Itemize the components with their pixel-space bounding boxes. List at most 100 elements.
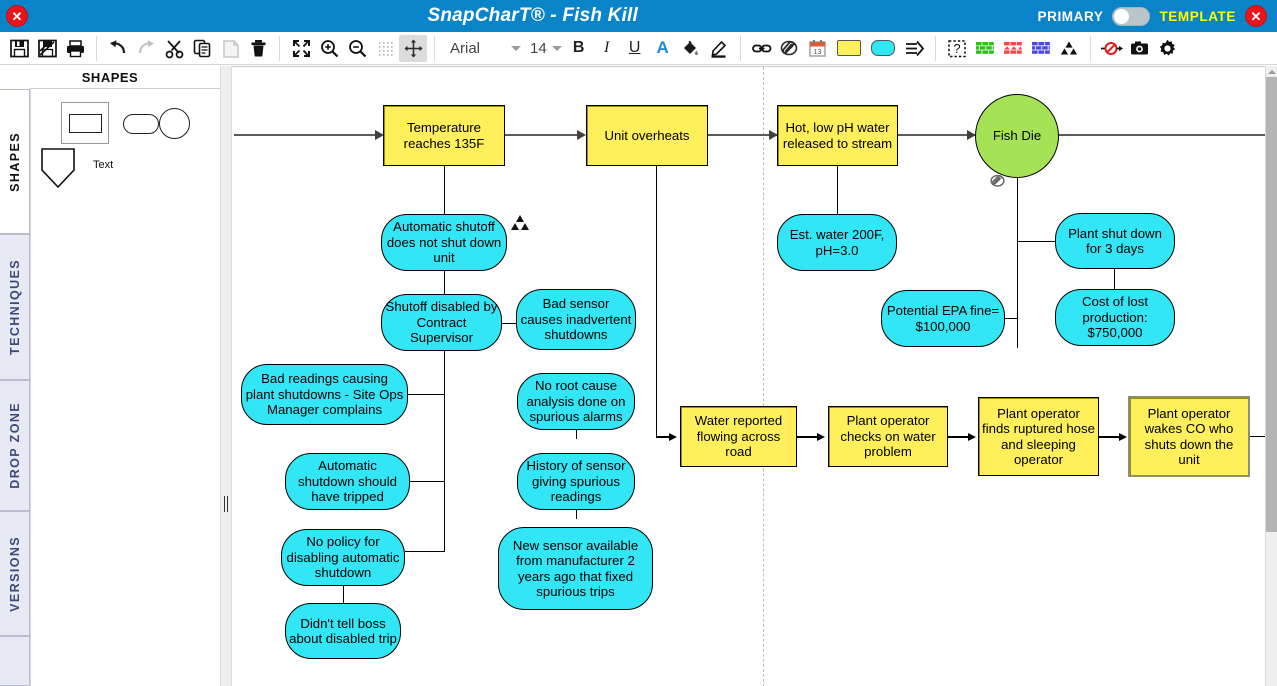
edge-trunk-n16 bbox=[1017, 241, 1055, 242]
primary-label: PRIMARY bbox=[1037, 8, 1104, 24]
scrollbar-thumb[interactable] bbox=[1266, 77, 1277, 532]
diagram-node-condition[interactable]: Bad readings causing plant shutdowns - S… bbox=[241, 364, 408, 425]
edge-n3-n4 bbox=[898, 134, 975, 136]
underline-button[interactable]: U bbox=[628, 39, 641, 56]
panel-splitter[interactable] bbox=[220, 66, 232, 686]
vertical-scrollbar[interactable] bbox=[1265, 66, 1277, 686]
gear-icon[interactable] bbox=[1154, 35, 1182, 62]
diagram-node-event[interactable]: Temperature reaches 135F bbox=[383, 105, 505, 166]
shape-rounded-rectangle[interactable] bbox=[123, 114, 159, 134]
arrowhead-n2-n3 bbox=[769, 130, 778, 140]
grid-icon[interactable] bbox=[371, 35, 399, 62]
fill-color-icon[interactable] bbox=[677, 35, 705, 62]
diagram-canvas[interactable]: Temperature reaches 135F Unit overheats … bbox=[232, 66, 1265, 686]
zoom-out-icon[interactable] bbox=[343, 35, 371, 62]
calendar-icon[interactable]: 13 bbox=[804, 35, 832, 62]
shape-rectangle[interactable] bbox=[69, 114, 102, 133]
node-label: Unit overheats bbox=[604, 127, 690, 143]
fit-screen-icon[interactable] bbox=[287, 35, 315, 62]
diagram-node-condition[interactable]: Didn't tell boss about disabled trip bbox=[285, 603, 401, 659]
font-size-select[interactable]: 14 bbox=[530, 39, 547, 57]
shape-circle[interactable] bbox=[159, 108, 190, 139]
green-brick-icon[interactable] bbox=[971, 35, 999, 62]
sidebar-item-versions[interactable]: VERSIONS bbox=[0, 511, 30, 636]
close-button-left[interactable]: ✕ bbox=[6, 5, 28, 27]
diagram-node-condition[interactable]: History of sensor giving spurious readin… bbox=[517, 453, 635, 510]
diagram-node-event[interactable]: Unit overheats bbox=[586, 105, 708, 166]
move-icon[interactable] bbox=[399, 34, 427, 62]
undo-icon[interactable] bbox=[104, 35, 132, 62]
cut-icon[interactable] bbox=[160, 35, 188, 62]
diagram-node-event[interactable]: Water reported flowing across road bbox=[680, 406, 797, 467]
font-size-chevron-down-icon[interactable] bbox=[549, 35, 565, 61]
node-label: No root cause analysis done on spurious … bbox=[526, 378, 626, 425]
blue-brick-icon[interactable] bbox=[1027, 35, 1055, 62]
node-label: Automatic shutdown should have tripped bbox=[298, 458, 397, 505]
edge-n21-n22 bbox=[1099, 436, 1123, 438]
sidebar-item-techniques[interactable]: TECHNIQUES bbox=[0, 234, 30, 380]
fill-swatch-cyan[interactable] bbox=[870, 40, 895, 56]
toolbar-separator bbox=[279, 35, 280, 61]
red-brick-icon[interactable] bbox=[999, 35, 1027, 62]
fill-swatch-yellow[interactable] bbox=[836, 40, 861, 56]
diagram-node-event[interactable]: Plant operator finds ruptured hose and s… bbox=[978, 397, 1099, 476]
diagram-node-condition[interactable]: Shutoff disabled by Contract Supervisor bbox=[381, 294, 502, 351]
no-entry-icon[interactable] bbox=[1098, 35, 1126, 62]
triangles-icon[interactable] bbox=[509, 213, 531, 238]
diagram-node-event[interactable]: Hot, low pH water released to stream bbox=[777, 105, 898, 166]
sidebar-item-label: SHAPES bbox=[7, 131, 22, 192]
sidebar-item-drop-zone[interactable]: DROP ZONE bbox=[0, 380, 30, 511]
font-color-icon[interactable]: A bbox=[656, 38, 669, 57]
diagram-node-condition[interactable]: No root cause analysis done on spurious … bbox=[517, 373, 635, 430]
italic-button[interactable]: I bbox=[604, 39, 610, 56]
link-icon[interactable] bbox=[748, 35, 776, 62]
diagram-surface[interactable]: Temperature reaches 135F Unit overheats … bbox=[232, 67, 1265, 686]
primary-template-toggle[interactable] bbox=[1112, 6, 1151, 26]
save-as-icon[interactable] bbox=[33, 35, 61, 62]
bold-button[interactable]: B bbox=[572, 39, 585, 56]
diagram-node-event[interactable]: Plant operator checks on water problem bbox=[828, 406, 948, 467]
shapes-panel-header: SHAPES bbox=[0, 66, 220, 89]
arrowhead-n3-n4 bbox=[967, 130, 976, 140]
paste-icon[interactable] bbox=[216, 35, 244, 62]
shape-text-label[interactable]: Text bbox=[93, 159, 114, 171]
diagram-node-condition[interactable]: Bad sensor causes inadvertent shutdowns bbox=[516, 289, 636, 350]
diagram-node-condition[interactable]: Cost of lost production: $750,000 bbox=[1055, 289, 1175, 346]
arrange-icon[interactable] bbox=[900, 35, 928, 62]
paperclip-icon[interactable] bbox=[776, 35, 804, 62]
diagram-node-condition[interactable]: Est. water 200F, pH=3.0 bbox=[777, 214, 897, 271]
zoom-in-icon[interactable] bbox=[315, 35, 343, 62]
edge-n19-n20 bbox=[797, 436, 820, 438]
copy-icon[interactable] bbox=[188, 35, 216, 62]
analysis-group: ? bbox=[938, 34, 1088, 63]
diagram-node-condition[interactable]: Potential EPA fine= $100,000 bbox=[881, 290, 1005, 347]
sidebar-item-shapes[interactable]: SHAPES bbox=[0, 89, 30, 234]
redo-icon[interactable] bbox=[132, 35, 160, 62]
diagram-node-condition[interactable]: Automatic shutdown should have tripped bbox=[285, 453, 410, 510]
diagram-node-condition[interactable]: Plant shut down for 3 days bbox=[1055, 213, 1175, 269]
scroll-up-arrow-icon[interactable] bbox=[1266, 66, 1277, 77]
diagram-node-outcome[interactable]: Fish Die bbox=[975, 94, 1059, 178]
save-icon[interactable] bbox=[5, 35, 33, 62]
edge-n5-n6 bbox=[444, 271, 445, 294]
question-mark-icon[interactable]: ? bbox=[943, 35, 971, 62]
diagram-node-condition[interactable]: No policy for disabling automatic shutdo… bbox=[281, 529, 405, 586]
splitter-grip[interactable] bbox=[224, 496, 230, 512]
diagram-node-event-selected[interactable]: Plant operator wakes CO who shuts down t… bbox=[1128, 396, 1250, 477]
diagram-node-condition[interactable]: Automatic shutoff does not shut down uni… bbox=[381, 214, 507, 271]
sidebar-item-label: TECHNIQUES bbox=[7, 259, 22, 355]
shape-pentagon[interactable] bbox=[38, 146, 78, 195]
edge-n16-n18 bbox=[1114, 269, 1115, 289]
font-family-select[interactable]: Arial bbox=[450, 39, 481, 57]
triangles-icon[interactable] bbox=[1055, 35, 1083, 62]
diagram-node-condition[interactable]: New sensor available from manufacturer 2… bbox=[498, 527, 653, 610]
sidebar-item-extra[interactable] bbox=[0, 636, 30, 686]
print-icon[interactable] bbox=[61, 35, 89, 62]
close-button-right[interactable]: ✕ bbox=[1245, 5, 1267, 27]
camera-icon[interactable] bbox=[1126, 35, 1154, 62]
font-family-chevron-down-icon[interactable] bbox=[508, 35, 524, 61]
line-color-icon[interactable] bbox=[705, 35, 733, 62]
delete-icon[interactable] bbox=[244, 35, 272, 62]
node-label: Bad sensor causes inadvertent shutdowns bbox=[520, 296, 632, 343]
paperclip-icon[interactable] bbox=[988, 172, 1008, 195]
